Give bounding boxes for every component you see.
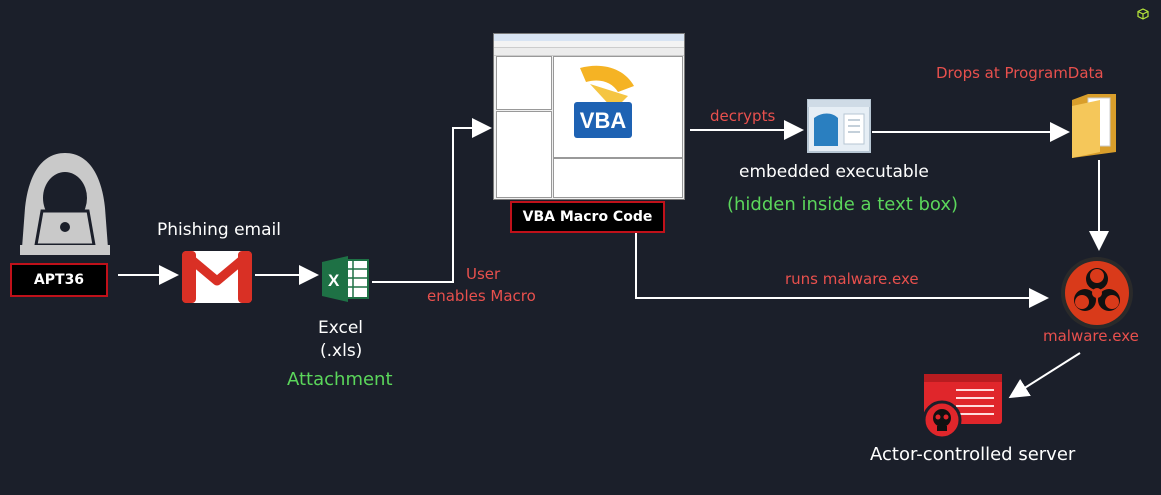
excel-icon: X: [322, 256, 369, 302]
cube-icon: [1137, 8, 1149, 20]
server-skull-icon: [922, 374, 1002, 440]
vba-project-pane: [496, 56, 552, 110]
phishing-label: Phishing email: [157, 220, 281, 240]
malware-label: malware.exe: [1043, 327, 1139, 345]
vba-titlebar: [494, 34, 684, 41]
hacker-icon: [20, 153, 110, 255]
gmail-icon: [182, 251, 252, 303]
excel-label-2: (.xls): [320, 341, 363, 361]
vba-toolbar: [494, 48, 684, 56]
apt-label: APT36: [10, 263, 108, 297]
svg-text:X: X: [328, 271, 340, 290]
arrow-malware-to-server: [1008, 352, 1081, 399]
embedded-label: embedded executable: [739, 162, 929, 182]
arrow-excel-to-vba: [372, 118, 492, 283]
vba-logo-icon: VBA: [574, 65, 634, 138]
executable-icon: [807, 99, 871, 153]
vba-immediate-pane: [553, 158, 683, 198]
user-label: User: [466, 265, 501, 283]
enables-macro-label: enables Macro: [427, 287, 536, 305]
attachment-label: Attachment: [287, 369, 393, 390]
drops-label: Drops at ProgramData: [936, 64, 1104, 82]
vba-editor-screenshot: VBA: [493, 33, 685, 200]
vba-properties-pane: [496, 111, 552, 198]
vba-menubar: [494, 41, 684, 48]
biohazard-icon: [1061, 257, 1133, 329]
vba-logo-text: VBA: [580, 108, 627, 133]
arrow-runs-malware: [635, 233, 1049, 308]
excel-label-1: Excel: [318, 318, 364, 338]
server-label: Actor-controlled server: [870, 444, 1076, 465]
vba-label: VBA Macro Code: [510, 201, 665, 233]
decrypts-label: decrypts: [710, 107, 776, 125]
runs-label: runs malware.exe: [785, 270, 919, 288]
folder-icon: [1072, 94, 1116, 158]
hidden-label: (hidden inside a text box): [727, 194, 959, 215]
